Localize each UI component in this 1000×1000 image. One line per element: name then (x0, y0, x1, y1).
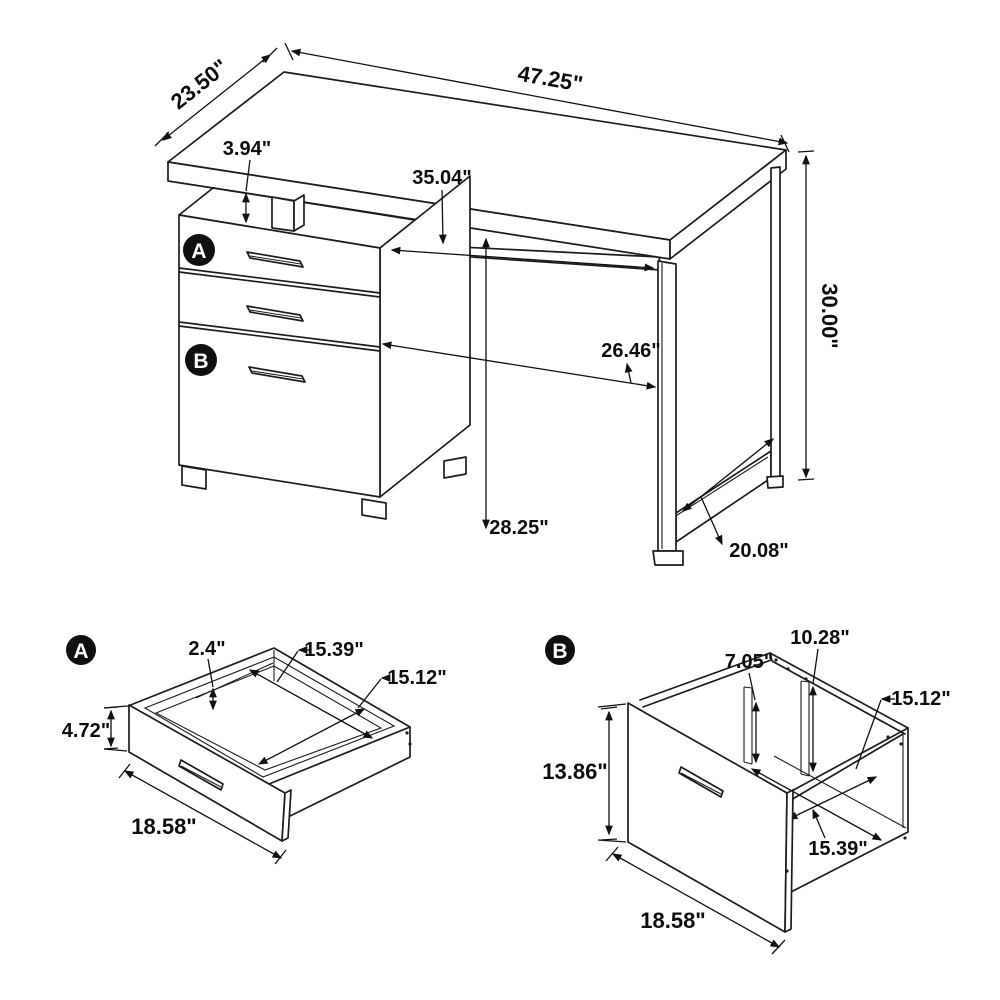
drawer-divider-bottom (178, 321, 381, 352)
dim-leg-runner: 20.08" (729, 540, 789, 562)
dim-a-inner-width: 15.39" (304, 639, 364, 661)
drawer-b-badge (185, 344, 217, 376)
drawer-b-detail-badge-label: B (552, 640, 567, 663)
dim-desk-width: 47.25" (516, 61, 585, 97)
dim-top-gap: 3.94" (223, 138, 271, 160)
leg-foot (652, 550, 684, 566)
dim-knee-clearance: 26.46" (601, 340, 661, 362)
drawer-b-dimensions: 7.05" 10.28" 15.12" 13.86" 15.39" 18.58" (542, 627, 951, 955)
drawer-b-detail-badge (545, 635, 575, 665)
drawer-b-front-panel (627, 702, 794, 933)
drawer-b-detail-view: B (542, 627, 951, 955)
dim-b-slot-short: 7.05" (725, 651, 773, 673)
drawer-b-handle (678, 766, 724, 798)
pedestal-foot (181, 465, 207, 490)
loop-leg (652, 166, 784, 566)
dim-rail-length: 35.04" (412, 167, 472, 189)
standoff-bracket (271, 194, 305, 232)
dim-underside-height: 28.25" (489, 517, 549, 539)
dim-desk-depth: 23.50" (166, 54, 233, 114)
desk-assembly-view: A B 23.50" 47.25" 3.94" (154, 42, 842, 566)
drawer-divider-top (178, 267, 381, 298)
dim-b-front-width: 18.58" (640, 908, 705, 933)
drawer-b-badge-label: B (193, 350, 208, 373)
dim-a-front-width: 18.58" (131, 814, 196, 839)
drawer-handle (246, 305, 304, 322)
desk-dimensions: 23.50" 47.25" 3.94" 35.04" 30.00" 26.46"… (154, 42, 842, 562)
leg-foot (766, 475, 784, 489)
drawer-a-dimensions: 2.4" 15.39" 15.12" 4.72" 18.58" (62, 638, 447, 865)
file-rail-strip (800, 680, 810, 777)
dim-a-inner-depth: 15.12" (387, 667, 447, 689)
drawer-handle (248, 366, 306, 383)
dim-a-front-height: 4.72" (62, 720, 110, 742)
drawer-a-badge-label: A (191, 240, 206, 263)
dim-b-front-height: 13.86" (542, 759, 607, 784)
dim-a-back-height: 2.4" (188, 638, 225, 660)
drawer-a-badge (183, 234, 215, 266)
file-rail-strip (743, 686, 753, 765)
dim-b-inner-width: 15.39" (808, 838, 868, 860)
dim-b-slot-tall: 10.28" (790, 627, 850, 649)
drawer-handle (246, 251, 304, 268)
drawer-a-detail-badge-label: A (73, 640, 88, 663)
pedestal-foot (443, 456, 467, 479)
dim-desk-height: 30.00" (817, 283, 842, 348)
drawer-a-detail-view: A 2.4" 15.39" 15.12" (62, 635, 447, 865)
drawer-a-detail-badge (66, 635, 96, 665)
pedestal-foot (361, 498, 387, 520)
dim-b-inner-depth: 15.12" (891, 688, 951, 710)
drawer-pedestal: A B (178, 175, 471, 520)
